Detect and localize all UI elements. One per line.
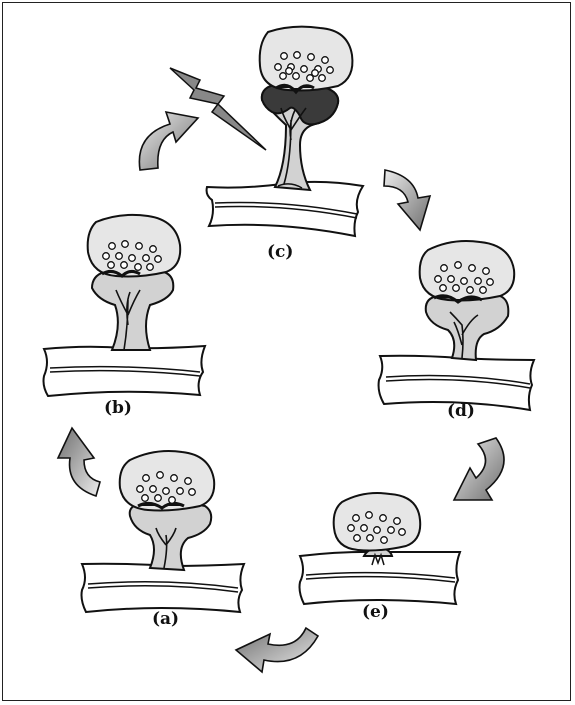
stage-label-e: (e) <box>362 602 389 622</box>
spine-neck <box>92 270 173 350</box>
dendrite-shaft <box>82 564 245 612</box>
curved-arrow-icon <box>454 438 504 500</box>
lightning-bolt-icon <box>170 68 266 150</box>
presynaptic-terminal <box>88 215 181 277</box>
curved-arrow-icon <box>139 112 198 170</box>
curved-arrow-icon <box>236 628 318 672</box>
curved-arrow-icon <box>384 170 430 230</box>
spine-neck <box>130 502 212 570</box>
stage-b: (b) <box>44 215 206 418</box>
stage-d: (d) <box>379 241 534 421</box>
stage-label-d: (d) <box>447 401 475 421</box>
curved-arrow-icon <box>58 428 100 496</box>
stage-label-c: (c) <box>267 242 293 262</box>
stage-label-b: (b) <box>104 398 132 418</box>
stage-c: (c) <box>207 27 363 262</box>
stage-a: (a) <box>82 451 245 629</box>
dendrite-shaft <box>207 182 363 236</box>
presynaptic-terminal <box>334 493 421 551</box>
presynaptic-terminal <box>260 27 353 91</box>
stage-label-a: (a) <box>152 609 179 629</box>
stage-e: (e) <box>300 493 461 622</box>
presynaptic-terminal <box>120 451 215 511</box>
